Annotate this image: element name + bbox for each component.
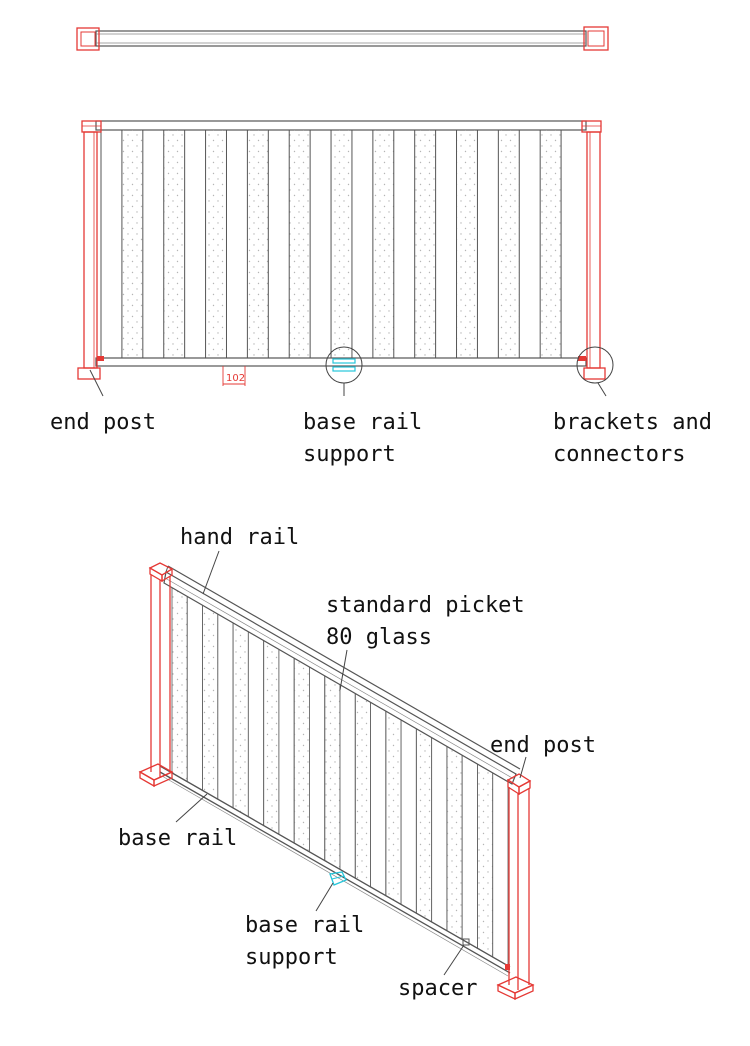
iso-picket [400,719,417,915]
iso-glass-panel [202,604,219,800]
picket-spacing-dimension: 102 [222,366,246,386]
iso-spacer [462,938,470,946]
front-glass-panel [456,130,478,358]
end-post-leader [89,369,104,397]
front-glass-panel [247,130,269,358]
iso-glass-panel [324,675,341,871]
front-view: 102 end post base rail support brackets … [50,120,712,467]
front-end-post-right [578,120,606,380]
top-view-end-post-left [76,27,100,51]
iso-glass-panel [263,639,280,836]
iso-glass-panel [293,657,310,853]
top-view-end-post-right [583,26,609,51]
iso-base-rail [159,765,511,977]
label-base-rail-support-line1: base rail [303,410,422,435]
iso-view: hand rail standard picket 80 glass end p… [118,525,596,1001]
front-glass-panel [121,130,143,358]
iso-picket [431,736,448,932]
iso-glass-panel [446,745,463,941]
label-standard-picket-line2: 80 glass [326,625,432,650]
hand-rail-leader [202,550,220,595]
base-rail-leader [175,793,208,823]
label-iso-base-rail-support-line1: base rail [245,913,364,938]
front-glass-panel [372,130,394,358]
label-iso-end-post: end post [490,733,596,758]
label-standard-picket-line1: standard picket [326,593,525,618]
iso-glass-panel [354,692,371,888]
iso-picket [492,772,509,967]
front-end-post-left [77,120,104,380]
front-glass-panel [331,130,352,358]
iso-end-post-right [496,773,535,1001]
label-spacer: spacer [398,976,477,1001]
label-iso-base-rail-support-line2: support [245,945,338,970]
picket-leader [339,649,348,691]
label-brackets-line1: brackets and [553,410,712,435]
iso-picket [370,701,387,897]
iso-support-leader [315,882,334,912]
label-base-rail-support-line2: support [303,442,396,467]
iso-picket [461,754,478,950]
label-hand-rail: hand rail [180,525,299,550]
spacer-leader [443,944,465,976]
iso-picket [339,683,356,879]
front-pickets [100,130,562,358]
front-glass-panel [414,130,436,358]
front-glass-panel [540,130,562,358]
iso-end-post-left [138,562,174,788]
label-base-rail: base rail [118,826,237,851]
label-end-post: end post [50,410,156,435]
iso-glass-panel [477,763,494,958]
iso-base-rail-support [329,871,347,886]
iso-picket [186,595,203,792]
iso-picket [309,666,326,862]
top-view [76,26,609,51]
iso-glass-panel [232,622,249,818]
front-glass-panel [163,130,185,358]
iso-pickets [171,586,509,967]
front-glass-panel [498,130,520,358]
front-glass-panel [289,130,311,358]
iso-picket [278,648,295,844]
iso-glass-panel [385,710,402,906]
iso-glass-panel [415,727,433,923]
iso-end-post-leader [519,756,527,779]
front-hand-rail [95,120,587,131]
top-view-hand-rail [95,30,587,47]
iso-glass-panel [171,586,188,783]
brackets-leader [597,382,607,397]
iso-picket [247,630,265,827]
label-brackets-line2: connectors [553,442,685,467]
iso-picket [217,613,234,809]
front-glass-panel [205,130,227,358]
brackets-callout-circle [576,346,614,384]
picket-spacing-value: 102 [226,373,245,384]
